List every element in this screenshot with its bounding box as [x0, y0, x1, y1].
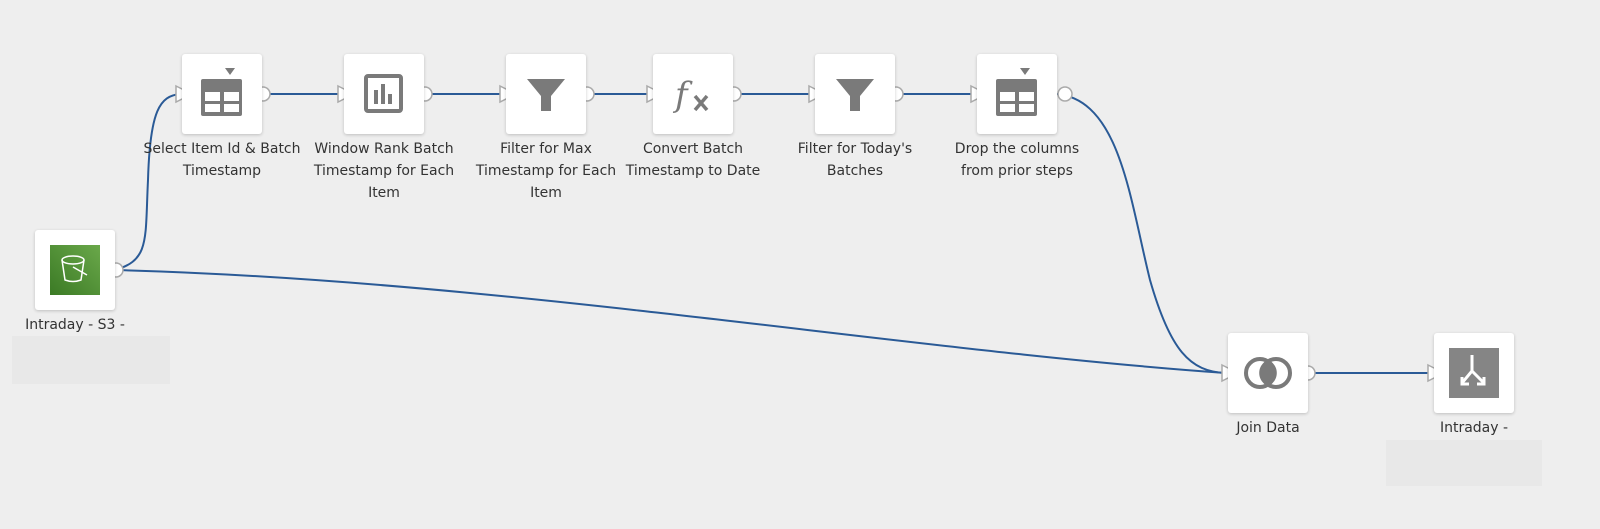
edge-s3-join	[114, 269, 1227, 374]
node-label: Convert Batch Timestamp to Date	[625, 141, 761, 179]
edge-s3-select	[114, 93, 181, 271]
function-icon: f	[672, 75, 709, 115]
output-icon	[1449, 348, 1499, 398]
node-label: Window Rank Batch Timestamp for Each Ite…	[313, 141, 455, 201]
node-label: Filter for Today's Batches	[797, 141, 913, 179]
redacted-area	[1386, 440, 1542, 486]
node-s3-source[interactable]	[35, 230, 115, 310]
filter-icon	[527, 79, 565, 111]
node-join-data[interactable]	[1228, 333, 1308, 413]
node-label: Intraday -	[1439, 420, 1509, 436]
node-label: Filter for Max Timestamp for Each Item	[475, 141, 617, 201]
node-label: Drop the columns from prior steps	[954, 141, 1080, 179]
node-window-rank[interactable]	[344, 54, 424, 134]
edge-drop-join	[1056, 93, 1227, 374]
node-label: Select Item Id & Batch Timestamp	[143, 141, 301, 179]
svg-text:f: f	[672, 75, 693, 115]
node-drop-columns[interactable]	[977, 54, 1057, 134]
bar-chart-icon	[364, 74, 403, 113]
s3-bucket-icon	[50, 245, 100, 295]
node-filter-todays-batches[interactable]	[815, 54, 895, 134]
redacted-area	[12, 336, 170, 384]
node-select-columns[interactable]	[182, 54, 262, 134]
output-port	[1057, 86, 1073, 102]
node-convert-timestamp[interactable]: f	[653, 54, 733, 134]
select-columns-icon	[996, 68, 1037, 116]
node-filter-max-timestamp[interactable]	[506, 54, 586, 134]
node-output-target[interactable]	[1434, 333, 1514, 413]
filter-icon	[836, 79, 874, 111]
node-label: Intraday - S3 -	[25, 317, 125, 333]
join-icon	[1244, 357, 1292, 389]
select-columns-icon	[201, 68, 242, 116]
node-label: Join Data	[1236, 420, 1300, 436]
